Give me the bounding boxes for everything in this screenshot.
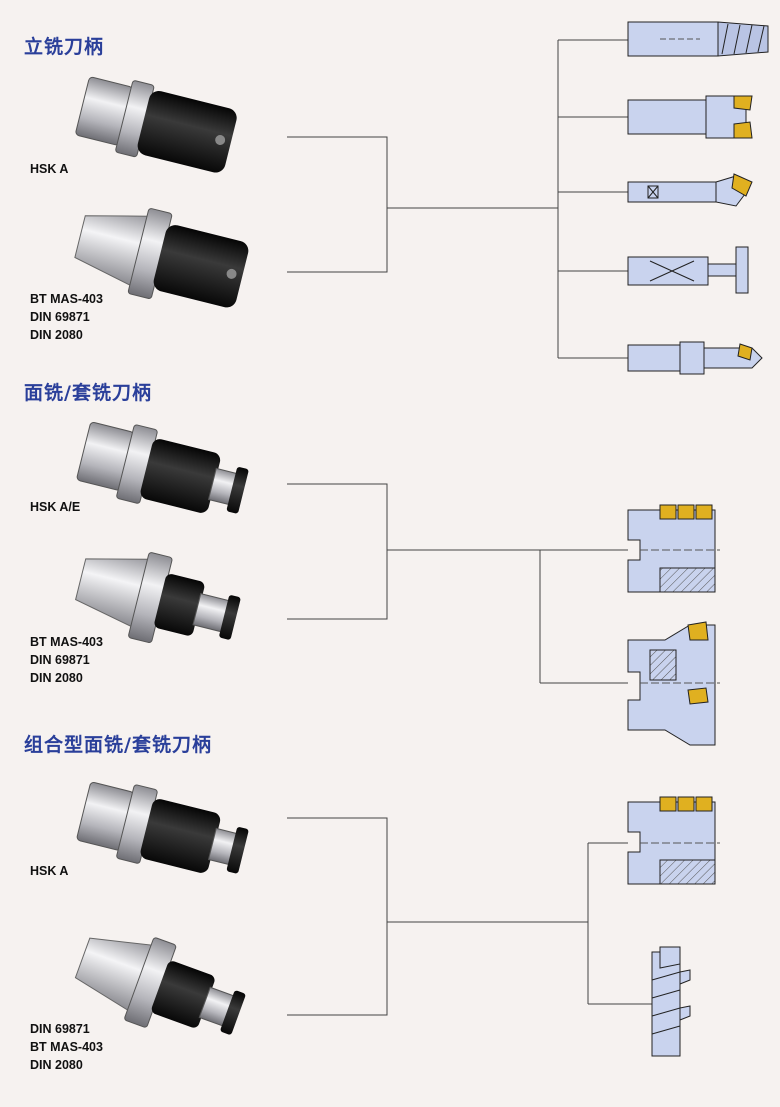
holder-label-din-3: DIN 69871 BT MAS-403 DIN 2080 xyxy=(30,1020,103,1074)
holder-label-hsk-a-1: HSK A xyxy=(30,160,68,178)
tool-shell-mill-combi xyxy=(627,796,720,885)
connector-lines-section-2 xyxy=(287,483,628,684)
label-line: DIN 2080 xyxy=(30,1058,83,1072)
tool-end-mill-insert xyxy=(627,95,753,139)
holder-hsk-a-end-mill xyxy=(75,76,237,173)
tool-shell-mill xyxy=(627,504,720,593)
label-line: DIN 69871 xyxy=(30,1022,90,1036)
section-title-face-mill: 面铣/套铣刀柄 xyxy=(24,382,152,404)
label-line: BT MAS-403 xyxy=(30,292,103,306)
holder-din-combi xyxy=(74,937,246,1035)
label-line: BT MAS-403 xyxy=(30,1040,103,1054)
tool-face-mill-cutter xyxy=(627,621,720,746)
holder-label-hsk-ae: HSK A/E xyxy=(30,498,80,516)
connector-lines-section-1 xyxy=(287,39,628,359)
section-title-combi-face-mill: 组合型面铣/套铣刀柄 xyxy=(24,734,212,756)
label-line: BT MAS-403 xyxy=(30,635,103,649)
tool-end-mill-helical xyxy=(627,21,769,57)
holder-hsk-ae-face-mill xyxy=(76,422,249,514)
connector-lines-section-3 xyxy=(287,817,652,1016)
section-title-end-mill: 立铣刀柄 xyxy=(24,36,105,58)
label-line: HSK A xyxy=(30,162,69,176)
holder-label-hsk-a-3: HSK A xyxy=(30,862,68,880)
label-line: HSK A xyxy=(30,864,69,878)
tool-t-slot-cutter xyxy=(627,246,749,294)
tool-chamfer-mill xyxy=(627,173,753,207)
label-line: DIN 2080 xyxy=(30,671,83,685)
tool-side-cutter xyxy=(651,946,691,1057)
holder-label-bt-1: BT MAS-403 DIN 69871 DIN 2080 xyxy=(30,290,103,344)
label-line: HSK A/E xyxy=(30,500,81,514)
label-line: DIN 2080 xyxy=(30,328,83,342)
label-line: DIN 69871 xyxy=(30,310,90,324)
label-line: DIN 69871 xyxy=(30,653,90,667)
holder-bt-end-mill xyxy=(74,208,249,308)
holder-hsk-a-combi xyxy=(76,782,249,874)
tool-drill xyxy=(627,341,763,375)
holder-label-bt-2: BT MAS-403 DIN 69871 DIN 2080 xyxy=(30,633,103,687)
holder-bt-face-mill xyxy=(75,552,241,644)
